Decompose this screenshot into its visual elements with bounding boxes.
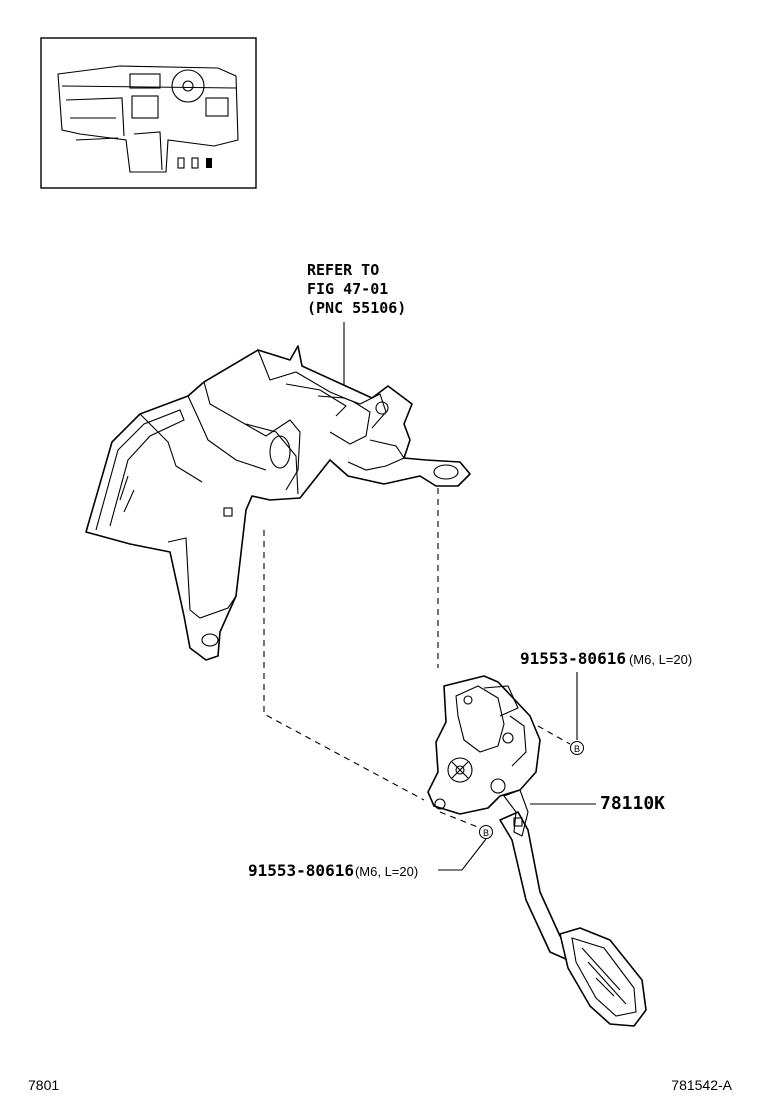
bolt-lower-label: 91553-80616(M6, L=20) [248,861,418,880]
locator-inset [40,37,257,189]
callout-bolt-lower: B 91553-80616(M6, L=20) [248,811,493,880]
dashboard-locator-icon [57,65,239,173]
refer-note-line1: REFER TO [307,261,379,279]
bolt-lower-symbol: B [483,828,489,838]
footer-left-code: 7801 [28,1077,59,1093]
refer-note: REFER TO FIG 47-01 (PNC 55106) [307,261,406,402]
refer-note-line2: FIG 47-01 [307,280,388,298]
refer-note-line3: (PNC 55106) [307,299,406,317]
alignment-line-left [263,530,425,801]
callout-bolt-upper: 91553-80616(M6, L=20) B [520,649,692,755]
bolt-upper-label: 91553-80616(M6, L=20) [520,649,692,668]
footer-right-code: 781542-A [671,1077,732,1093]
pedal-bracket [85,345,471,661]
pedal-assembly-label: 78110K [600,793,665,814]
bolt-upper-symbol: B [574,744,580,754]
accelerator-pedal-assembly [427,675,647,1027]
callout-pedal-assembly: 78110K [530,793,665,814]
